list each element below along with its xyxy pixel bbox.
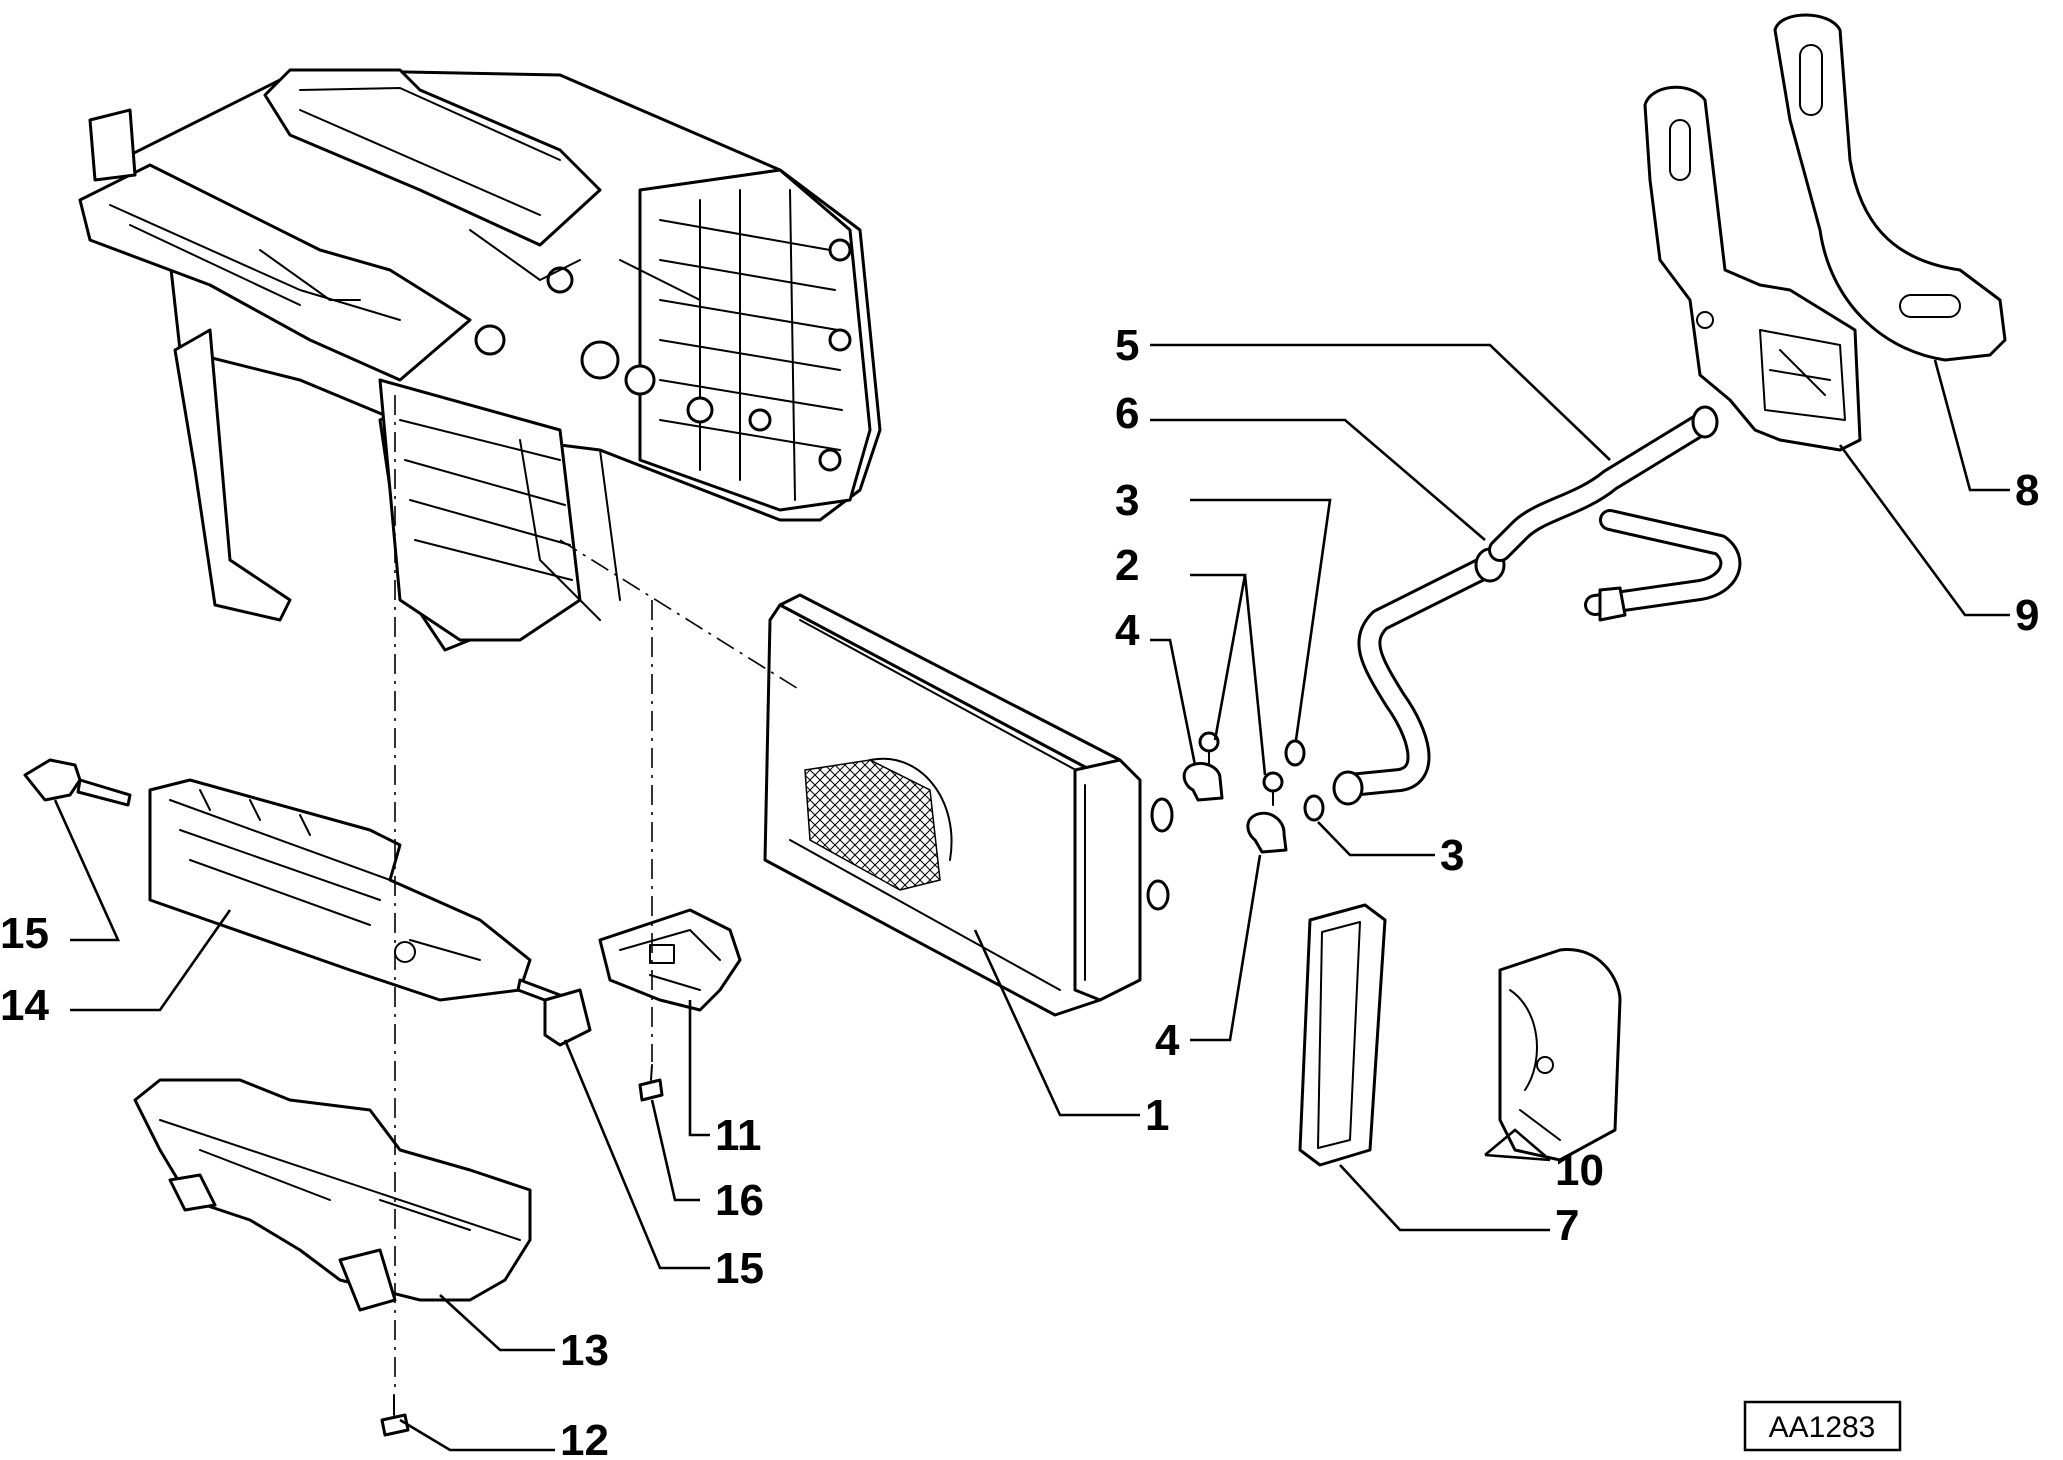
- heater-pipe-outlet: [1488, 405, 1742, 622]
- callout-15-bottom: 15: [715, 1244, 764, 1293]
- temperature-sensor-bottom: [516, 978, 592, 1047]
- leader-3-bottom: [1317, 821, 1435, 857]
- leader-16: [650, 1099, 700, 1202]
- callout-13: 13: [560, 1326, 609, 1375]
- callout-11: 11: [715, 1111, 762, 1160]
- callout-labels: 1 2 3 3 4 4 5 6 7 8 9 10 11 12 13 14 15 …: [0, 321, 2039, 1460]
- callout-5: 5: [1115, 321, 1139, 370]
- bracket-left: [1643, 85, 1862, 452]
- leader-11: [688, 1000, 710, 1137]
- heater-matrix: [763, 593, 1174, 1017]
- callout-9: 9: [2015, 591, 2039, 640]
- callout-14: 14: [0, 981, 49, 1030]
- leader-6: [1150, 418, 1486, 541]
- callout-1: 1: [1145, 1091, 1169, 1140]
- callout-12: 12: [560, 1416, 609, 1460]
- bracket-right: [1773, 13, 2007, 362]
- assembly-axis-diagonal: [559, 539, 801, 691]
- callout-10: 10: [1555, 1146, 1604, 1195]
- leader-7: [1339, 1164, 1550, 1232]
- mounting-bracket: [598, 908, 742, 1012]
- screw-12: [380, 1394, 410, 1437]
- leader-9: [1838, 444, 2010, 617]
- leader-2: [1190, 573, 1267, 776]
- callout-2: 2: [1115, 541, 1139, 590]
- heater-housing: [78, 68, 882, 652]
- temperature-sensor-left: [23, 758, 132, 807]
- leader-4-bottom: [1190, 854, 1262, 1042]
- clip-lower: [1246, 811, 1288, 854]
- callout-15-left: 15: [0, 909, 49, 958]
- leader-14: [70, 909, 232, 1012]
- screw-small-a: [1198, 731, 1220, 766]
- screw-16: [638, 1064, 664, 1102]
- callout-3-top: 3: [1115, 476, 1139, 525]
- leader-4-top: [1150, 638, 1197, 766]
- leader-lines: [53, 343, 2010, 1452]
- leader-1: [973, 929, 1140, 1117]
- callout-3-bottom: 3: [1440, 831, 1464, 880]
- leader-3-top: [1190, 498, 1332, 741]
- screw-small-b: [1262, 771, 1284, 806]
- heater-pipe-inlet: [1332, 547, 1506, 806]
- callout-4-top: 4: [1115, 606, 1140, 655]
- leader-5: [1150, 343, 1611, 461]
- cover-plate: [1498, 948, 1622, 1162]
- leader-15-left: [53, 799, 121, 942]
- lower-housing-cover: [133, 1078, 532, 1312]
- leader-8: [1933, 359, 2010, 492]
- leader-12: [399, 1418, 555, 1452]
- reference-code-box: AA1283: [1743, 1400, 1902, 1452]
- reference-code: AA1283: [1769, 1411, 1876, 1444]
- leader-10: [1484, 1128, 1551, 1162]
- leader-15-bottom: [563, 1039, 710, 1270]
- air-duct-distributor: [148, 778, 532, 1002]
- leader-13: [439, 1294, 555, 1352]
- clip-upper: [1182, 762, 1224, 802]
- callout-7: 7: [1555, 1201, 1579, 1250]
- callout-6: 6: [1115, 389, 1139, 438]
- callout-8: 8: [2015, 466, 2039, 515]
- o-ring-lower: [1303, 794, 1325, 822]
- o-ring-upper: [1284, 739, 1306, 767]
- seal-gasket: [1298, 903, 1387, 1167]
- callout-16: 16: [715, 1176, 764, 1225]
- callout-4-bottom: 4: [1155, 1016, 1180, 1065]
